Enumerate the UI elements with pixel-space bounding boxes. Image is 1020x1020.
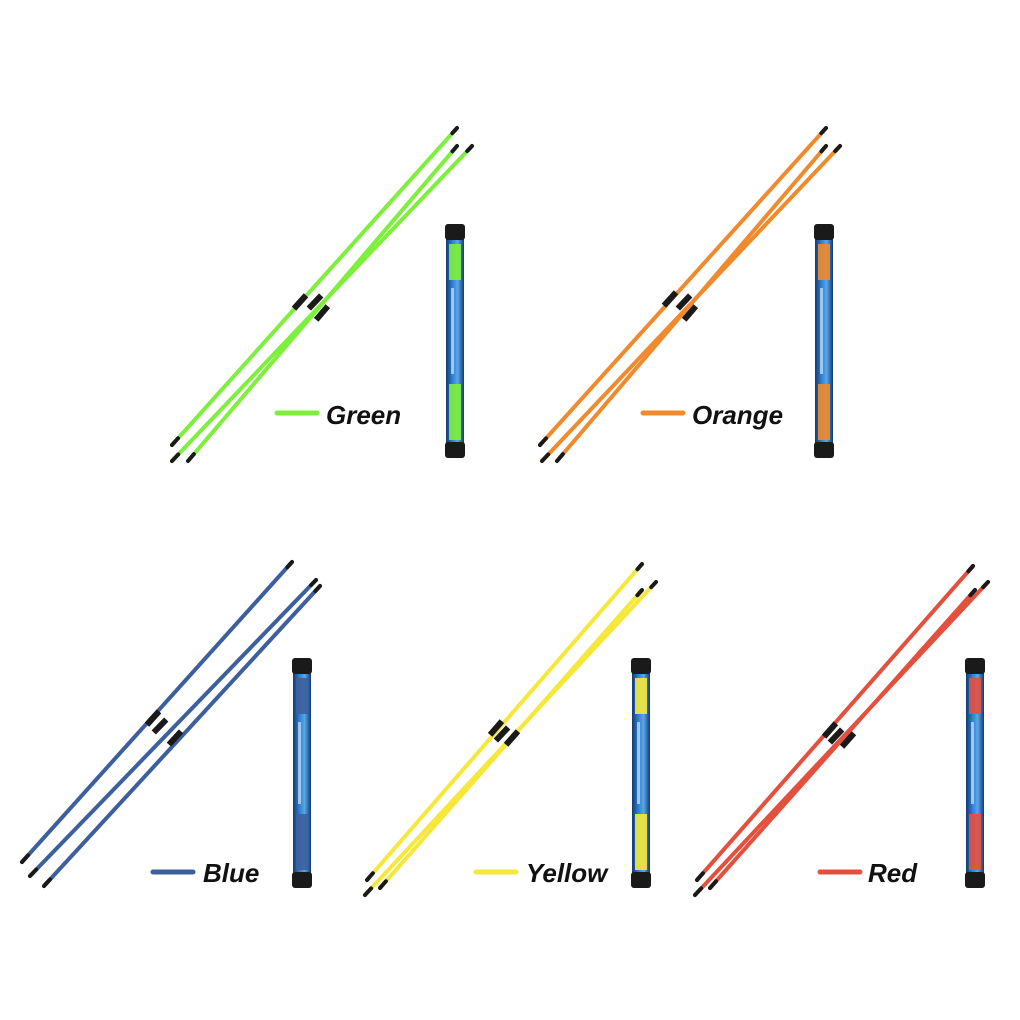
case-sticks-bottom bbox=[635, 814, 647, 870]
stick-connector bbox=[487, 719, 505, 737]
stick-tip bbox=[695, 871, 705, 882]
case-sticks-top bbox=[635, 678, 647, 714]
stick-tip bbox=[819, 144, 828, 154]
carry-case-tube bbox=[292, 658, 312, 888]
variant-panel-yellow: Yellow bbox=[363, 562, 658, 897]
stick-tip bbox=[708, 879, 718, 890]
case-sticks-top bbox=[296, 678, 308, 714]
stick-tip bbox=[966, 564, 975, 574]
case-sticks-top bbox=[818, 244, 830, 280]
stick-connector bbox=[827, 727, 845, 745]
case-sticks-bottom bbox=[818, 384, 830, 440]
case-label-stripe bbox=[298, 722, 301, 804]
color-label: Yellow bbox=[526, 858, 609, 888]
stick-connector bbox=[306, 293, 324, 311]
stick-tip bbox=[635, 562, 644, 572]
case-top-cap bbox=[292, 658, 312, 674]
stick-connector bbox=[675, 293, 693, 311]
stick-tip bbox=[450, 144, 459, 154]
alignment-stick bbox=[365, 562, 644, 882]
stick-connector bbox=[493, 725, 511, 743]
case-label-stripe bbox=[637, 722, 640, 804]
case-bottom-cap bbox=[292, 872, 312, 888]
case-sticks-bottom bbox=[969, 814, 981, 870]
stick-tip bbox=[555, 452, 565, 463]
stick-connector bbox=[313, 304, 331, 322]
case-sticks-top bbox=[969, 678, 981, 714]
color-label: Green bbox=[326, 400, 401, 430]
stick-tip bbox=[635, 588, 644, 598]
case-top-cap bbox=[965, 658, 985, 674]
stick-tip bbox=[968, 588, 977, 598]
stick-tip bbox=[285, 560, 294, 570]
stick-tip bbox=[540, 452, 551, 463]
case-bottom-cap bbox=[445, 442, 465, 458]
carry-case-tube bbox=[814, 224, 834, 458]
alignment-stick bbox=[170, 126, 459, 447]
case-top-cap bbox=[814, 224, 834, 240]
stick-tip bbox=[170, 436, 181, 447]
color-label: Red bbox=[868, 858, 918, 888]
stick-connector bbox=[839, 731, 857, 749]
stick-tip bbox=[819, 126, 828, 136]
stick-tip bbox=[28, 867, 39, 878]
color-label: Orange bbox=[692, 400, 783, 430]
stick-connector bbox=[166, 729, 184, 747]
carry-case-tube bbox=[445, 224, 465, 458]
variant-panel-blue: Blue bbox=[20, 560, 322, 888]
stick-tip bbox=[363, 886, 374, 897]
stick-connector bbox=[291, 293, 309, 311]
case-sticks-top bbox=[449, 244, 461, 280]
carry-case-tube bbox=[965, 658, 985, 888]
stick-tip bbox=[20, 853, 31, 864]
stick-connector bbox=[503, 729, 521, 747]
alignment-stick bbox=[708, 588, 977, 890]
case-bottom-cap bbox=[814, 442, 834, 458]
alignment-stick bbox=[28, 578, 318, 878]
stick-tip bbox=[313, 584, 322, 594]
variant-panel-red: Red bbox=[693, 564, 990, 897]
case-sticks-bottom bbox=[449, 384, 461, 440]
stick-tip bbox=[649, 580, 658, 590]
stick-connector bbox=[821, 721, 839, 739]
case-bottom-cap bbox=[965, 872, 985, 888]
case-top-cap bbox=[631, 658, 651, 674]
stick-connector bbox=[661, 290, 679, 308]
color-label: Blue bbox=[203, 858, 259, 888]
stick-tip bbox=[833, 144, 842, 154]
case-top-cap bbox=[445, 224, 465, 240]
stick-tip bbox=[538, 436, 549, 447]
alignment-stick bbox=[538, 126, 828, 447]
stick-connector bbox=[151, 717, 169, 735]
stick-tip bbox=[450, 126, 459, 136]
stick-tip bbox=[309, 578, 318, 588]
case-sticks-bottom bbox=[296, 814, 308, 870]
stick-tip bbox=[186, 452, 196, 463]
variant-panel-green: Green bbox=[170, 126, 474, 463]
stick-tip bbox=[170, 452, 181, 463]
stick-connector bbox=[144, 709, 162, 727]
variant-panel-orange: Orange bbox=[538, 126, 842, 463]
stick-tip bbox=[378, 879, 388, 890]
alignment-stick bbox=[555, 144, 828, 463]
case-label-stripe bbox=[971, 722, 974, 804]
stick-connector bbox=[681, 304, 699, 322]
stick-tip bbox=[42, 877, 53, 888]
case-label-stripe bbox=[451, 288, 454, 374]
stick-tip bbox=[693, 886, 704, 897]
alignment-stick bbox=[42, 584, 322, 888]
stick-tip bbox=[365, 871, 375, 882]
alignment-stick bbox=[186, 144, 459, 463]
carry-case-tube bbox=[631, 658, 651, 888]
case-bottom-cap bbox=[631, 872, 651, 888]
stick-tip bbox=[465, 144, 474, 154]
case-label-stripe bbox=[820, 288, 823, 374]
stick-tip bbox=[981, 580, 990, 590]
